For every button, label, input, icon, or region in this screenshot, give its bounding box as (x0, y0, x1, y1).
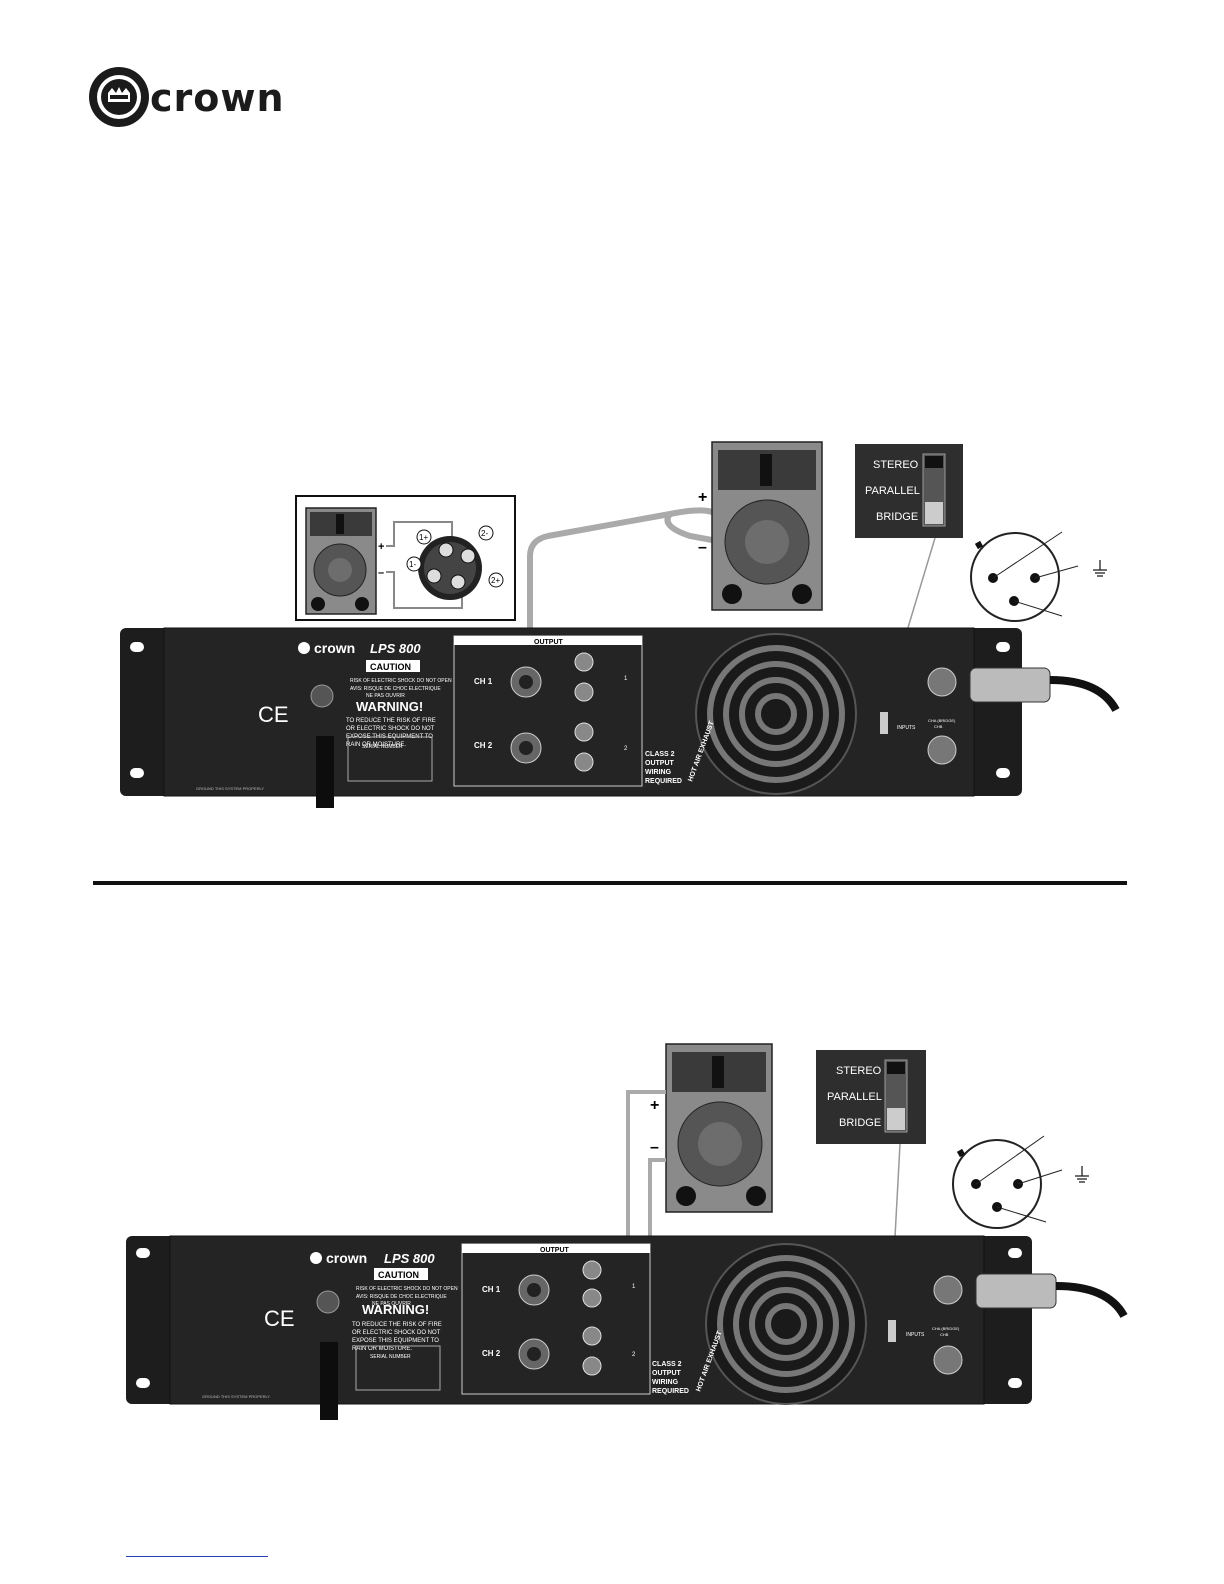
svg-text:PARALLEL: PARALLEL (827, 1091, 882, 1103)
amp-brand: crown (314, 640, 355, 656)
svg-text:NE PAS OUVRIR: NE PAS OUVRIR (372, 1301, 411, 1307)
ch1-label: CH 1 (474, 677, 493, 686)
xlr-pinout-diagram (970, 531, 1107, 622)
svg-text:CH 2: CH 2 (482, 1349, 501, 1358)
svg-text:1-: 1- (409, 560, 416, 569)
svg-text:2: 2 (632, 1352, 636, 1358)
ce-mark: CE (258, 702, 289, 727)
svg-text:REQUIRED: REQUIRED (645, 778, 682, 785)
svg-text:1: 1 (632, 1284, 636, 1290)
svg-text:1: 1 (624, 676, 628, 682)
svg-text:WIRING: WIRING (645, 769, 672, 776)
svg-text:OR ELECTRIC SHOCK DO NOT: OR ELECTRIC SHOCK DO NOT (352, 1330, 441, 1336)
output-header: OUTPUT (534, 639, 564, 646)
svg-text:SERIAL NUMBER: SERIAL NUMBER (370, 1354, 411, 1360)
svg-text:CHA (BRIDGE): CHA (BRIDGE) (932, 1326, 960, 1331)
svg-text:CHA (BRIDGE): CHA (BRIDGE) (928, 718, 956, 723)
amp-model: LPS 800 (370, 641, 421, 656)
svg-text:OR ELECTRIC SHOCK DO NOT: OR ELECTRIC SHOCK DO NOT (346, 726, 435, 732)
svg-text:OUTPUT: OUTPUT (540, 1247, 570, 1254)
svg-text:1+: 1+ (419, 533, 428, 542)
speaker-plus-label: + (698, 489, 707, 506)
ground-symbol-icon (1093, 560, 1107, 577)
bridge-mode-wiring-diagram-1: + – 1+ 2- 1- 2+ + – STEREO PARALLEL BRID… (120, 441, 1120, 808)
svg-text:EXPOSE THIS EQUIPMENT TO: EXPOSE THIS EQUIPMENT TO (352, 1338, 439, 1344)
crown-logo (89, 67, 149, 127)
svg-text:CAUTION: CAUTION (378, 1270, 419, 1280)
svg-text:GROUND THIS SYSTEM PROPERLY: GROUND THIS SYSTEM PROPERLY (202, 1394, 270, 1399)
svg-text:REQUIRED: REQUIRED (652, 1388, 689, 1395)
svg-text:RISK OF ELECTRIC SHOCK DO NOT: RISK OF ELECTRIC SHOCK DO NOT OPEN (356, 1286, 458, 1292)
svg-text:OUTPUT: OUTPUT (645, 760, 675, 767)
switch-bridge-label: BRIDGE (876, 511, 918, 523)
speakon-connector-face (418, 536, 482, 600)
svg-text:RAIN OR MOISTURE.: RAIN OR MOISTURE. (346, 742, 406, 748)
svg-text:GROUND THIS SYSTEM PROPERLY: GROUND THIS SYSTEM PROPERLY (196, 786, 264, 791)
ground-symbol-icon-2 (1075, 1166, 1089, 1183)
svg-text:STEREO: STEREO (836, 1065, 882, 1077)
svg-text:TO REDUCE THE RISK OF FIRE: TO REDUCE THE RISK OF FIRE (352, 1322, 442, 1328)
svg-text:WIRING: WIRING (652, 1379, 679, 1386)
svg-text:RAIN OR MOISTURE.: RAIN OR MOISTURE. (352, 1346, 412, 1352)
cooling-fan-grille (695, 633, 857, 795)
cooling-fan-grille-2 (705, 1243, 867, 1405)
speakon-pin-labels: 1+ 2- 1- 2+ (406, 525, 504, 588)
svg-text:AVIS: RISQUE DE CHOC ELECTRIQU: AVIS: RISQUE DE CHOC ELECTRIQUE (350, 686, 441, 692)
mode-switch-callout-2: STEREO PARALLEL BRIDGE (816, 1050, 926, 1144)
svg-text:CHB: CHB (940, 1332, 949, 1337)
svg-text:crown: crown (326, 1250, 367, 1266)
inset-speaker (305, 507, 377, 615)
svg-text:CLASS 2: CLASS 2 (652, 1361, 682, 1368)
speaker-minus-label: – (698, 539, 707, 556)
brand-wordmark: crown (150, 76, 285, 120)
switch-stereo-label: STEREO (873, 459, 919, 471)
svg-text:BRIDGE: BRIDGE (839, 1117, 881, 1129)
amplifier-rear-panel-2: crown LPS 800 CAUTION RISK OF ELECTRIC S… (126, 1235, 1128, 1420)
main-speaker (711, 441, 823, 611)
warning-label: WARNING! (356, 699, 423, 714)
switch-parallel-label: PARALLEL (865, 485, 920, 497)
amplifier-rear-panel: crown LPS 800 CAUTION RISK OF ELECTRIC S… (120, 627, 1120, 808)
main-speaker-2 (665, 1043, 773, 1213)
xlr-pinout-diagram-2 (952, 1135, 1089, 1229)
svg-text:CLASS 2: CLASS 2 (645, 751, 675, 758)
mode-switch-callout: STEREO PARALLEL BRIDGE (855, 444, 963, 538)
svg-text:INPUTS: INPUTS (897, 725, 916, 731)
svg-text:2+: 2+ (491, 576, 500, 585)
inset-plus-label: + (378, 541, 384, 553)
svg-text:INPUTS: INPUTS (906, 1332, 925, 1338)
svg-text:RISK OF ELECTRIC SHOCK DO NOT: RISK OF ELECTRIC SHOCK DO NOT OPEN (350, 678, 452, 684)
speaker2-plus-label: + (650, 1097, 659, 1114)
svg-text:LPS 800: LPS 800 (384, 1251, 435, 1266)
inset-minus-label: – (378, 567, 384, 579)
svg-text:2: 2 (624, 746, 628, 752)
svg-text:SERIAL NUMBER: SERIAL NUMBER (362, 744, 403, 750)
svg-text:TO REDUCE THE RISK OF FIRE: TO REDUCE THE RISK OF FIRE (346, 718, 436, 724)
svg-text:2-: 2- (481, 529, 488, 538)
svg-text:CHB: CHB (934, 724, 943, 729)
svg-text:WARNING!: WARNING! (362, 1302, 429, 1317)
svg-text:OUTPUT: OUTPUT (652, 1370, 682, 1377)
svg-text:CH 1: CH 1 (482, 1285, 501, 1294)
speaker2-minus-label: – (650, 1139, 659, 1156)
footer-link-underline[interactable] (126, 1556, 268, 1557)
svg-text:NE PAS OUVRIR: NE PAS OUVRIR (366, 693, 405, 699)
caution-label: CAUTION (370, 662, 411, 672)
svg-text:AVIS: RISQUE DE CHOC ELECTRIQU: AVIS: RISQUE DE CHOC ELECTRIQUE (356, 1294, 447, 1300)
ch2-label: CH 2 (474, 741, 493, 750)
section-divider (93, 881, 1127, 885)
svg-text:CE: CE (264, 1306, 295, 1331)
bridge-mode-wiring-diagram-2: + – STEREO PARALLEL BRIDGE (126, 1043, 1128, 1420)
